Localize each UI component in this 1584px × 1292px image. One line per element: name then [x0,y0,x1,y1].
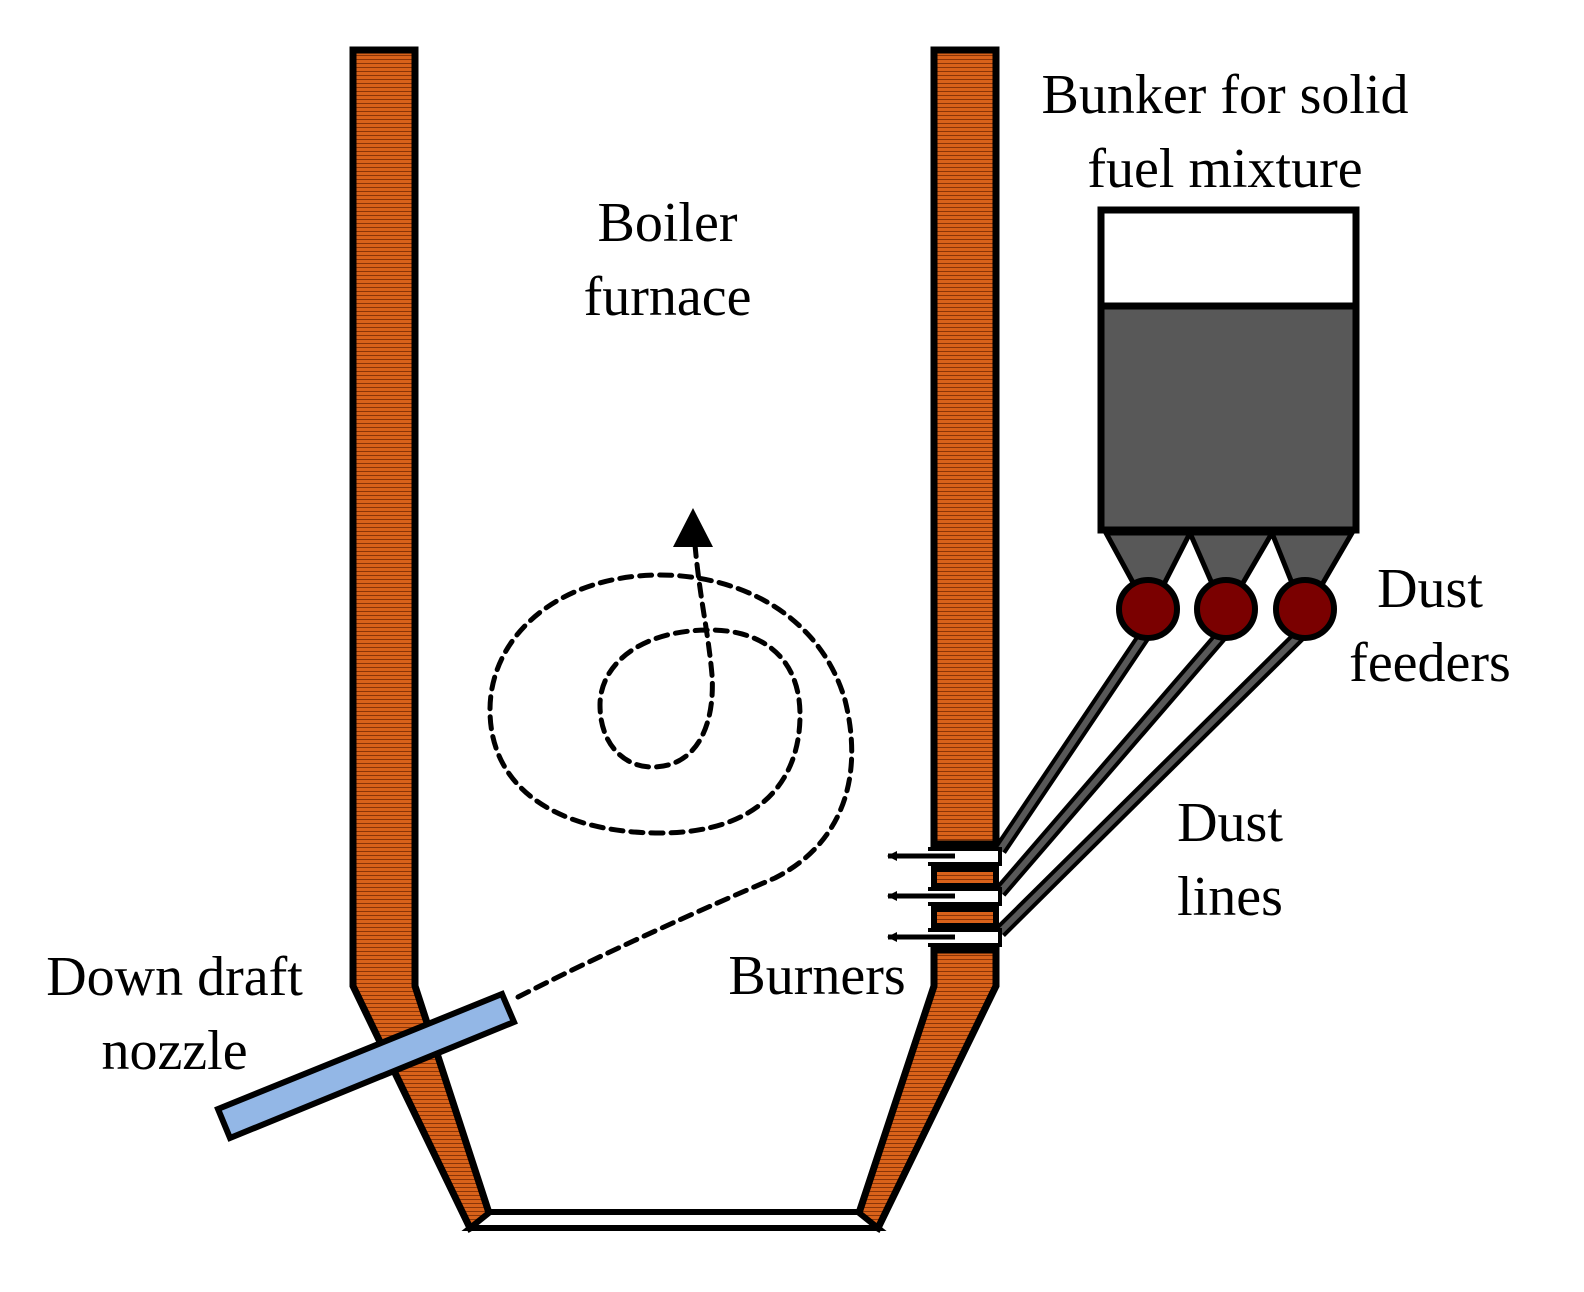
bunker-label-line2: fuel mixture [1087,138,1363,200]
furnace-right-wall-upper [930,46,1000,848]
bunker-label-line1: Bunker for solid [1041,64,1409,126]
burner [928,847,1002,866]
bunker-fuel-mixture [1097,302,1360,534]
dust-lines [994,625,1310,937]
boiler-furnace-label-line1: Boiler [597,192,738,254]
down-draft-nozzle [214,990,518,1142]
dust-lines-label-line2: lines [1177,866,1283,928]
burner [928,887,1002,906]
dust-feeder [1194,577,1258,641]
furnace-bottom [461,1209,887,1231]
burners [887,847,1002,947]
down-draft-nozzle-label-line2: nozzle [101,1020,248,1082]
down-draft-nozzle-label-line1: Down draft [46,946,303,1008]
dust-feeders-label: Dust feeders [1330,552,1530,700]
burners-label: Burners [728,945,906,1007]
dust-feeders-label-line1: Dust [1377,558,1483,620]
dust-feeder [1273,577,1337,641]
vortex-flow-path [487,542,855,1000]
furnace-right-wall-segment [931,906,999,929]
dust-feeder [1116,577,1180,641]
dust-feeders-label-line2: feeders [1349,632,1511,694]
dust-lines-label: Dust lines [1150,786,1310,934]
down-draft-nozzle-label: Down draft nozzle [22,940,327,1088]
dust-lines-label-line1: Dust [1177,792,1283,854]
flow-arrowhead [673,508,713,547]
boiler-furnace-label-line2: furnace [583,266,752,328]
burner [928,928,1002,947]
bunker-empty-space [1097,206,1360,310]
boiler-furnace-label: Boiler furnace [560,186,775,334]
bunker-label: Bunker for solid fuel mixture [1010,58,1440,206]
furnace-right-wall-segment [931,866,999,889]
